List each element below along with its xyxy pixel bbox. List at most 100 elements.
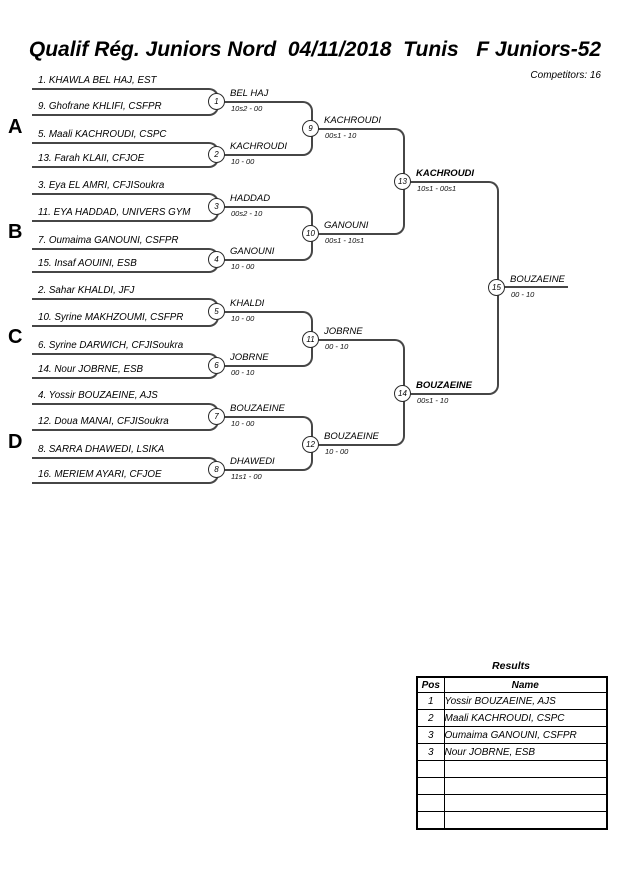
results-row: 3 Nour JOBRNE, ESB	[416, 743, 608, 761]
result-pos: 1	[416, 692, 445, 710]
bracket-line	[32, 206, 219, 222]
result-name	[443, 777, 608, 795]
result-pos	[416, 777, 445, 795]
player-name: 2. Sahar KHALDI, JFJ	[38, 285, 135, 296]
group-label-a: A	[8, 116, 23, 138]
bracket-line	[32, 365, 219, 379]
match-score: 10 - 00	[231, 314, 255, 323]
player-name: 13. Farah KLAII, CFJOE	[38, 153, 145, 164]
result-name: Maali KACHROUDI, CSPC	[443, 709, 608, 727]
match-winner: JOBRNE	[324, 326, 363, 337]
result-name: Nour JOBRNE, ESB	[443, 743, 608, 761]
match-number: 6	[208, 357, 225, 374]
results-row	[416, 760, 608, 778]
bracket-line	[310, 181, 405, 235]
result-pos	[416, 811, 445, 830]
bracket-line	[216, 416, 313, 446]
result-name	[443, 794, 608, 812]
bracket-line	[216, 233, 313, 261]
player-name: 4. Yossir BOUZAEINE, AJS	[38, 390, 158, 401]
match-score: 10s2 - 00	[231, 104, 263, 113]
bracket-line	[216, 128, 313, 156]
page-title: Qualif Rég. Juniors Nord 04/11/2018 Tuni…	[28, 38, 602, 61]
bracket-line	[32, 469, 219, 484]
match-winner: DHAWEDI	[230, 456, 275, 467]
player-name: 5. Maali KACHROUDI, CSPC	[38, 129, 167, 140]
match-score: 00 - 10	[325, 342, 349, 351]
match-number: 1	[208, 93, 225, 110]
result-pos: 3	[416, 743, 445, 761]
result-name: Oumaima GANOUNI, CSFPR	[443, 726, 608, 744]
results-row: 2 Maali KACHROUDI, CSPC	[416, 709, 608, 727]
match-number: 3	[208, 198, 225, 215]
match-winner: HADDAD	[230, 193, 271, 204]
bracket-line	[32, 416, 219, 431]
match-winner: KACHROUDI	[230, 141, 288, 152]
match-score: 00 - 10	[231, 368, 255, 377]
match-winner: BEL HAJ	[230, 88, 269, 99]
match-score: 00s1 - 10s1	[325, 236, 365, 245]
match-winner: BOUZAEINE	[416, 380, 472, 391]
player-name: 6. Syrine DARWICH, CFJISoukra	[38, 340, 184, 351]
match-number: 13	[394, 173, 411, 190]
match-score: 10 - 00	[231, 157, 255, 166]
match-number: 9	[302, 120, 319, 137]
match-winner: BOUZAEINE	[230, 403, 285, 414]
results-row	[416, 794, 608, 812]
player-name: 8. SARRA DHAWEDI, LSIKA	[38, 444, 165, 455]
results-row	[416, 777, 608, 795]
group-label-d: D	[8, 431, 23, 453]
result-name	[443, 760, 608, 778]
match-number: 15	[488, 279, 505, 296]
results-row: 3 Oumaima GANOUNI, CSFPR	[416, 726, 608, 744]
results-row	[416, 811, 608, 830]
player-name: 12. Doua MANAI, CFJISoukra	[38, 416, 169, 427]
match-number: 10	[302, 225, 319, 242]
match-score: 00s1 - 10	[417, 396, 449, 405]
player-name: 16. MERIEM AYARI, CFJOE	[38, 469, 162, 480]
bracket-line	[496, 286, 568, 288]
result-name	[443, 811, 608, 830]
player-name: 1. KHAWLA BEL HAJ, EST	[38, 75, 157, 86]
result-name: Yossir BOUZAEINE, AJS	[443, 692, 608, 710]
group-label-b: B	[8, 221, 23, 243]
player-name: 9. Ghofrane KHLIFI, CSFPR	[38, 101, 162, 112]
match-score: 10 - 00	[231, 419, 255, 428]
player-name: 10. Syrine MAKHZOUMI, CSFPR	[38, 312, 184, 323]
bracket-line	[216, 101, 313, 130]
results-row: 1 Yossir BOUZAEINE, AJS	[416, 692, 608, 710]
player-name: 3. Eya EL AMRI, CFJISoukra	[38, 180, 165, 191]
results-title: Results	[492, 660, 530, 672]
results-col-pos: Pos	[416, 676, 445, 693]
match-number: 14	[394, 385, 411, 402]
player-name: 7. Oumaima GANOUNI, CSFPR	[38, 235, 179, 246]
bracket-line	[216, 444, 313, 471]
match-winner: GANOUNI	[230, 246, 275, 257]
bracket-line	[310, 393, 405, 446]
match-number: 5	[208, 303, 225, 320]
match-winner: GANOUNI	[324, 220, 369, 231]
group-label-c: C	[8, 326, 23, 348]
bracket-line	[402, 287, 499, 395]
match-winner: KACHROUDI	[416, 168, 475, 179]
player-name: 15. Insaf AOUINI, ESB	[38, 258, 137, 269]
match-number: 2	[208, 146, 225, 163]
result-pos: 2	[416, 709, 445, 727]
match-score: 00s2 - 10	[231, 209, 263, 218]
match-winner: JOBRNE	[230, 352, 269, 363]
results-header-row: Pos Name	[416, 676, 608, 693]
player-name: 14. Nour JOBRNE, ESB	[38, 364, 144, 375]
bracket-line	[32, 154, 219, 168]
results-table: Pos Name 1 Yossir BOUZAEINE, AJS 2 Maali…	[416, 676, 608, 830]
player-name: 11. EYA HADDAD, UNIVERS GYM	[38, 207, 191, 218]
match-number: 7	[208, 408, 225, 425]
bracket-line	[216, 311, 313, 341]
bracket-line	[310, 128, 405, 183]
match-winner: BOUZAEINE	[510, 274, 565, 285]
result-pos	[416, 760, 445, 778]
match-score: 10s1 - 00s1	[417, 184, 457, 193]
match-number: 12	[302, 436, 319, 453]
bracket-line	[32, 259, 219, 273]
match-number: 8	[208, 461, 225, 478]
